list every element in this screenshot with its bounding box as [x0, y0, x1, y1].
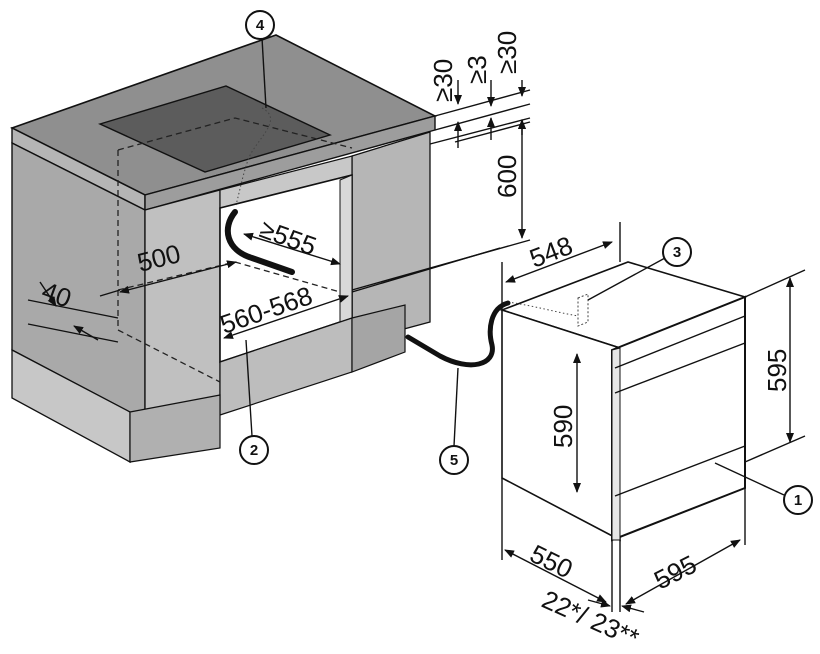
front-thickness-arrow-right: [621, 604, 645, 613]
oven-internal-wire: [507, 301, 579, 317]
oven-power-cable: [405, 300, 511, 368]
callout-3-number: 3: [673, 244, 681, 261]
top-extension-3: [429, 117, 531, 145]
rear-gap-ext-1: [27, 299, 119, 319]
oven-front-height-ext-2: [744, 435, 806, 463]
niche-width-line: [223, 295, 349, 339]
callout-5-circle: [439, 445, 469, 475]
label-top-clearance-2: ≥3: [462, 55, 492, 84]
callout-5-number: 5: [450, 452, 458, 469]
callout-4-leader: [261, 37, 267, 109]
callout-1-number: 1: [794, 492, 802, 509]
oven-front-edge: [611, 347, 621, 541]
front-thickness-arrow-left: [587, 599, 611, 608]
callout-4-number: 4: [256, 17, 265, 34]
label-top-clearance-3: ≥30: [492, 31, 522, 74]
callout-2-circle: [239, 435, 269, 465]
callout-1-leader: [714, 462, 785, 496]
label-top-clearance-1: ≥30: [428, 59, 458, 102]
callout-2-leader: [245, 339, 253, 437]
callout-3-circle: [662, 237, 692, 267]
top-extension-4: [454, 121, 531, 143]
callout-3-leader: [587, 257, 666, 301]
niche-depth-line: [243, 232, 341, 266]
oven-door-line: [614, 445, 746, 497]
hidden-outline-back: [234, 261, 341, 293]
cabinet-plinth-right: [351, 304, 406, 373]
label-niche-height: 600: [492, 155, 522, 198]
rear-gap-ext-2: [27, 323, 119, 343]
rear-gap-arrow-1: [39, 281, 57, 307]
niche-side-reveal: [339, 174, 353, 323]
cabinet-plinth-front: [129, 394, 221, 463]
cutout-depth-line: [119, 260, 237, 294]
callout-2-number: 2: [250, 442, 258, 459]
oven-front-width-line: [625, 539, 741, 605]
callout-5-leader: [453, 367, 459, 447]
callouts: 4 3 2 5 1: [239, 10, 813, 515]
oven-body-depth-line: [505, 241, 613, 283]
hidden-outline-top: [117, 117, 353, 151]
niche-width-ext: [351, 247, 501, 293]
callout-1-circle: [783, 485, 813, 515]
hidden-outline-left: [117, 150, 221, 383]
oven-control-line-2: [614, 342, 746, 394]
cooktop-glass: [98, 85, 332, 173]
oven-appliance: [405, 261, 748, 542]
rear-gap-arrow-2: [73, 325, 99, 341]
top-extension-2: [434, 103, 531, 131]
kitchen-cabinet: [9, 34, 438, 464]
label-oven-front-height: 595: [762, 349, 792, 392]
top-extension-1: [434, 89, 531, 117]
label-oven-body-depth: 548: [525, 230, 576, 274]
callout-4-circle: [245, 10, 275, 40]
oven-control-line-1: [614, 315, 746, 369]
oven-front-height-ext-1: [744, 269, 806, 298]
label-oven-depth: 550: [525, 538, 577, 584]
label-oven-front-width: 595: [649, 549, 701, 595]
oven-depth-line: [504, 549, 607, 603]
dimension-lines: [27, 80, 806, 613]
cabinet-left-block-side: [144, 189, 221, 421]
label-oven-body-height: 590: [548, 405, 578, 448]
cutout-depth-ext: [99, 289, 121, 297]
